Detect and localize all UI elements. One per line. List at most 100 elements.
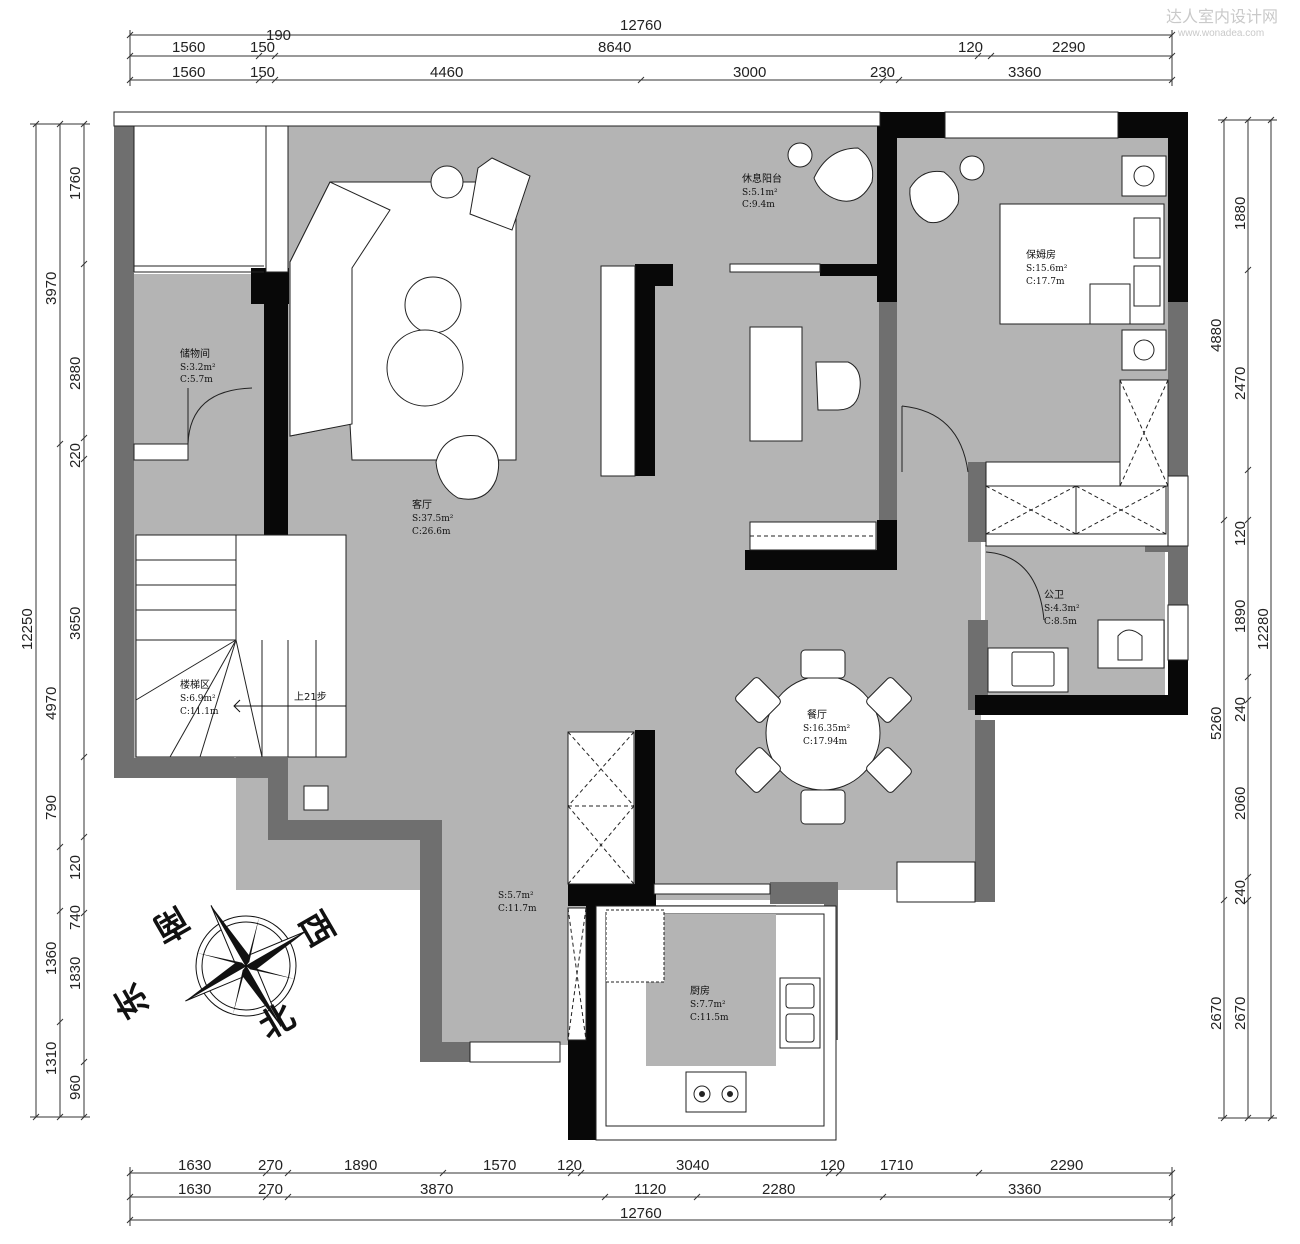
dim-bottom-120b: 120 xyxy=(820,1157,845,1174)
public-wc-perim: C:8.5m xyxy=(1044,617,1077,627)
dim-bottom-3040: 3040 xyxy=(676,1157,709,1174)
dim-left-740: 740 xyxy=(67,905,84,930)
coffee-table-bottom xyxy=(386,329,464,407)
furniture xyxy=(135,142,1169,1041)
living-room-area: S:37.5m² xyxy=(412,514,454,524)
storage-perim: C:5.7m xyxy=(180,375,213,385)
doors xyxy=(133,263,1045,895)
stairs-up-label: 上21步 xyxy=(294,691,327,703)
coffee-table-top xyxy=(404,276,462,334)
public-wc-name: 公卫 xyxy=(1044,590,1064,601)
dim-right-2060: 2060 xyxy=(1232,787,1249,820)
dining-chair-s xyxy=(800,789,846,825)
dim-top-150a: 150 xyxy=(250,39,275,56)
dimension-lines-left xyxy=(30,120,90,1121)
pillow-a xyxy=(1133,217,1161,259)
dim-bottom-1890: 1890 xyxy=(344,1157,377,1174)
dim-top-1560a: 1560 xyxy=(172,39,205,56)
balcony-stool-b xyxy=(959,155,985,181)
desk-chair xyxy=(815,361,861,411)
dim-left-2880: 2880 xyxy=(67,357,84,390)
dim-left-790: 790 xyxy=(43,795,60,820)
dining-room-perim: C:17.94m xyxy=(803,737,848,747)
compass-south: 南 xyxy=(146,898,195,950)
living-room-perim: C:26.6m xyxy=(412,527,451,537)
stairs xyxy=(135,534,347,758)
kitchen-name: 厨房 xyxy=(690,984,710,997)
dimension-lines-bottom xyxy=(126,1167,1176,1226)
watermark-url: www.wonadea.com xyxy=(1177,28,1264,39)
dim-left-1310: 1310 xyxy=(43,1042,60,1075)
nightstand-a xyxy=(1121,155,1167,197)
pillow-b xyxy=(1133,265,1161,307)
watermark-brand: 达人室内设计网 xyxy=(1166,7,1278,26)
compass-east: 东 xyxy=(106,976,158,1025)
dim-right-5260: 5260 xyxy=(1208,707,1225,740)
bed-fold xyxy=(1089,283,1131,325)
dining-chair-n xyxy=(800,649,846,679)
dim-top-150b: 150 xyxy=(250,64,275,81)
dim-bottom-2280: 2280 xyxy=(762,1181,795,1198)
storage-area: S:3.2m² xyxy=(180,363,216,373)
dim-right-120: 120 xyxy=(1232,521,1249,546)
dim-left-4970: 4970 xyxy=(43,687,60,720)
corridor-area: S:5.7m² xyxy=(498,891,534,901)
leisure-balcony-perim: C:9.4m xyxy=(742,200,775,210)
leisure-balcony-area: S:5.1m² xyxy=(742,188,778,198)
balcony-chair-b xyxy=(909,170,960,224)
dim-bottom-1120: 1120 xyxy=(634,1181,666,1198)
dim-bottom-1630b: 1630 xyxy=(178,1181,211,1198)
dim-bottom-1630a: 1630 xyxy=(178,1157,211,1174)
living-room-name: 客厅 xyxy=(412,498,432,511)
kitchen-area: S:7.7m² xyxy=(690,1000,726,1010)
dim-top-4460: 4460 xyxy=(430,64,463,81)
wc-basin xyxy=(1011,651,1055,687)
dim-top-total: 12760 xyxy=(620,17,662,34)
dim-right-2470: 2470 xyxy=(1232,367,1249,400)
dim-left-3970: 3970 xyxy=(43,272,60,305)
stair-area-perim: C:11.1m xyxy=(180,707,219,717)
compass-west: 西 xyxy=(290,905,342,954)
dim-right-2670b: 2670 xyxy=(1208,997,1225,1030)
dim-left-1830: 1830 xyxy=(67,957,84,990)
dim-left-3650: 3650 xyxy=(67,607,84,640)
stairs-arrow-icon xyxy=(233,699,346,713)
leisure-balcony-name: 休息阳台 xyxy=(742,172,782,185)
wc-toilet xyxy=(1117,629,1143,661)
tv-cabinet xyxy=(600,265,636,477)
dim-right-1890: 1890 xyxy=(1232,600,1249,633)
dim-bottom-270b: 270 xyxy=(258,1181,283,1198)
dim-right-1880: 1880 xyxy=(1232,197,1249,230)
stair-area-area: S:6.9m² xyxy=(180,694,216,704)
dim-bottom-120a: 120 xyxy=(557,1157,582,1174)
dim-top-2290: 2290 xyxy=(1052,39,1085,56)
dim-bottom-total: 12760 xyxy=(620,1205,662,1222)
dim-bottom-1570: 1570 xyxy=(483,1157,516,1174)
dining-room-area: S:16.35m² xyxy=(803,724,850,734)
dim-bottom-270a: 270 xyxy=(258,1157,283,1174)
stair-area-name: 楼梯区 xyxy=(180,678,210,691)
storage-name: 储物间 xyxy=(180,347,210,360)
dim-top-190: 190 xyxy=(266,27,291,44)
dim-left-960: 960 xyxy=(67,1075,84,1100)
dim-top-8640: 8640 xyxy=(598,39,631,56)
walls-dark xyxy=(251,112,1188,1140)
nanny-room-name: 保姆房 xyxy=(1026,248,1056,261)
dim-bottom-2290: 2290 xyxy=(1050,1157,1083,1174)
dim-top-3000: 3000 xyxy=(733,64,766,81)
kitchen xyxy=(605,909,825,1127)
public-wc-area: S:4.3m² xyxy=(1044,604,1080,614)
armchair-bottom xyxy=(435,435,500,500)
balcony-chair-a xyxy=(813,147,874,202)
nanny-room-area: S:15.6m² xyxy=(1026,264,1068,274)
dim-left-total: 12250 xyxy=(19,608,36,650)
hall-cabinet xyxy=(567,731,635,885)
compass-north: 北 xyxy=(253,996,302,1048)
dim-top-3360: 3360 xyxy=(1008,64,1041,81)
dim-top-230: 230 xyxy=(870,64,895,81)
dim-right-total: 12280 xyxy=(1255,608,1272,650)
dining-chair-sw xyxy=(735,747,781,793)
dim-left-1360: 1360 xyxy=(43,942,60,975)
desk xyxy=(749,326,803,442)
